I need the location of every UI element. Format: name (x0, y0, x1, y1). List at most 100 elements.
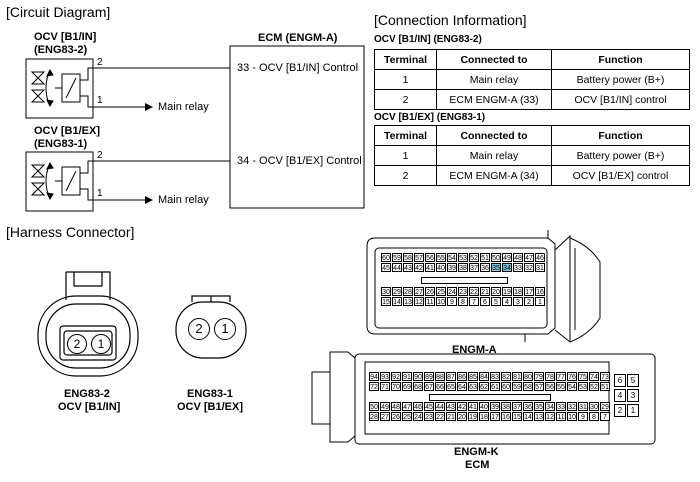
eng83-2-sublabel: OCV [B1/IN] (58, 401, 121, 413)
eng83-1-label: ENG83-1 (187, 388, 233, 400)
engm-a-pin-45: 45 (381, 263, 391, 272)
engm-a-pin-56: 56 (425, 253, 435, 262)
engm-k-pin-83: 83 (490, 372, 500, 381)
engm-a-pin-31: 31 (535, 263, 545, 272)
engm-a-pin-32: 32 (524, 263, 534, 272)
conn-ex-table: Terminal Connected to Function 1 Main re… (374, 125, 690, 186)
conn-ex-title: OCV [B1/EX] (ENG83-1) (374, 112, 486, 123)
conn-in-r2-connected: ECM ENGM-A (33) (436, 89, 552, 110)
engm-a-pin-23: 23 (458, 287, 468, 296)
engm-k-pin-20: 20 (457, 412, 467, 421)
conn-ex-header-function: Function (551, 125, 690, 146)
engm-k-pin-93: 93 (380, 372, 390, 381)
conn-ex-r1-function: Battery power (B+) (551, 145, 690, 166)
engm-k-pin-57: 57 (534, 382, 544, 391)
engm-k-pin-81: 81 (512, 372, 522, 381)
engm-a-pin-57: 57 (414, 253, 424, 262)
engm-k-pin-47: 47 (402, 402, 412, 411)
ocv-ex-main-relay: Main relay (158, 194, 209, 206)
engm-a-pin-35: 35 (491, 263, 501, 272)
engm-k-pin-12: 12 (545, 412, 555, 421)
engm-k-pin-58: 58 (523, 382, 533, 391)
engm-a-pin-4: 4 (502, 297, 512, 306)
ocv-in-main-relay: Main relay (158, 101, 209, 113)
engm-k-pin-39: 39 (490, 402, 500, 411)
conn-in-r2-function: OCV [B1/IN] control (551, 89, 690, 110)
ecm-terminal-33: 33 - OCV [B1/IN] Control (237, 62, 359, 74)
engm-k-pin-26: 26 (391, 412, 401, 421)
engm-k-pin-45: 45 (424, 402, 434, 411)
engm-a-pin-59: 59 (392, 253, 402, 262)
engm-k-pin-9: 9 (578, 412, 588, 421)
table-row: 2 ECM ENGM-A (34) OCV [B1/EX] control (374, 165, 690, 186)
engm-k-pin-22: 22 (435, 412, 445, 421)
engm-a-connector-shell (366, 230, 601, 344)
conn-ex-header-terminal: Terminal (374, 125, 437, 146)
engm-a-pin-54: 54 (447, 253, 457, 262)
engm-a-pin-2: 2 (524, 297, 534, 306)
engm-k-pin-52: 52 (589, 382, 599, 391)
engm-k-pin-34: 34 (545, 402, 555, 411)
engm-k-pin-6: 6 (614, 374, 626, 387)
engm-a-pin-50: 50 (491, 253, 501, 262)
engm-k-pin-80: 80 (523, 372, 533, 381)
engm-k-pin-27: 27 (380, 412, 390, 421)
engm-k-pin-25: 25 (402, 412, 412, 421)
engm-a-pin-9: 9 (447, 297, 457, 306)
engm-k-pin-76: 76 (567, 372, 577, 381)
engm-a-pin-58: 58 (403, 253, 413, 262)
engm-a-pin-17: 17 (524, 287, 534, 296)
engm-a-pin-5: 5 (491, 297, 501, 306)
engm-a-pin-44: 44 (392, 263, 402, 272)
engm-k-pin-89: 89 (424, 372, 434, 381)
engm-k-pin-53: 53 (578, 382, 588, 391)
eng83-2-pin1: 1 (91, 334, 111, 354)
eng83-1-pin2: 2 (188, 318, 210, 340)
engm-k-pin-88: 88 (435, 372, 445, 381)
engm-k-connector-shell (311, 351, 656, 445)
engm-k-pin-56: 56 (545, 382, 555, 391)
conn-in-r1-function: Battery power (B+) (551, 69, 690, 90)
engm-k-pin-35: 35 (534, 402, 544, 411)
ecm-box (229, 45, 365, 209)
engm-k-pin-36: 36 (523, 402, 533, 411)
conn-in-header-connected: Connected to (436, 49, 552, 70)
eng83-2-pin2: 2 (67, 334, 87, 354)
engm-a-pin-53: 53 (458, 253, 468, 262)
engm-a-pin-49: 49 (502, 253, 512, 262)
engm-k-pin-16: 16 (501, 412, 511, 421)
engm-k-pin-92: 92 (391, 372, 401, 381)
conn-ex-r2-connected: ECM ENGM-A (34) (436, 165, 552, 186)
engm-a-pin-22: 22 (469, 287, 479, 296)
engm-a-pin-7: 7 (469, 297, 479, 306)
engm-k-pin-19: 19 (468, 412, 478, 421)
engm-a-pin-46: 46 (535, 253, 545, 262)
engm-k-pin-64: 64 (457, 382, 467, 391)
engm-a-pin-16: 16 (535, 287, 545, 296)
engm-k-pin-61: 61 (490, 382, 500, 391)
engm-a-pin-47: 47 (524, 253, 534, 262)
engm-k-pin-54: 54 (567, 382, 577, 391)
engm-k-pin-79: 79 (534, 372, 544, 381)
engm-a-pin-21: 21 (480, 287, 490, 296)
engm-k-pin-42: 42 (457, 402, 467, 411)
engm-k-pin-5: 5 (627, 374, 639, 387)
engm-k-pin-17: 17 (490, 412, 500, 421)
engm-a-pin-42: 42 (414, 263, 424, 272)
engm-a-label: ENGM-A (452, 344, 497, 356)
engm-k-pin-63: 63 (468, 382, 478, 391)
table-row: 1 Main relay Battery power (B+) (374, 145, 690, 166)
engm-a-pin-33: 33 (513, 263, 523, 272)
engm-a-keyway (421, 277, 508, 284)
eng83-1-connector-shell (175, 295, 247, 359)
circuit-diagram-title: [Circuit Diagram] (6, 4, 111, 20)
engm-k-pin-50: 50 (369, 402, 379, 411)
engm-k-pin-23: 23 (424, 412, 434, 421)
engm-a-pin-12: 12 (414, 297, 424, 306)
engm-a-pin-51: 51 (480, 253, 490, 262)
engm-a-pin-15: 15 (381, 297, 391, 306)
engm-k-pin-49: 49 (380, 402, 390, 411)
conn-in-r1-connected: Main relay (436, 69, 552, 90)
engm-a-pin-55: 55 (436, 253, 446, 262)
